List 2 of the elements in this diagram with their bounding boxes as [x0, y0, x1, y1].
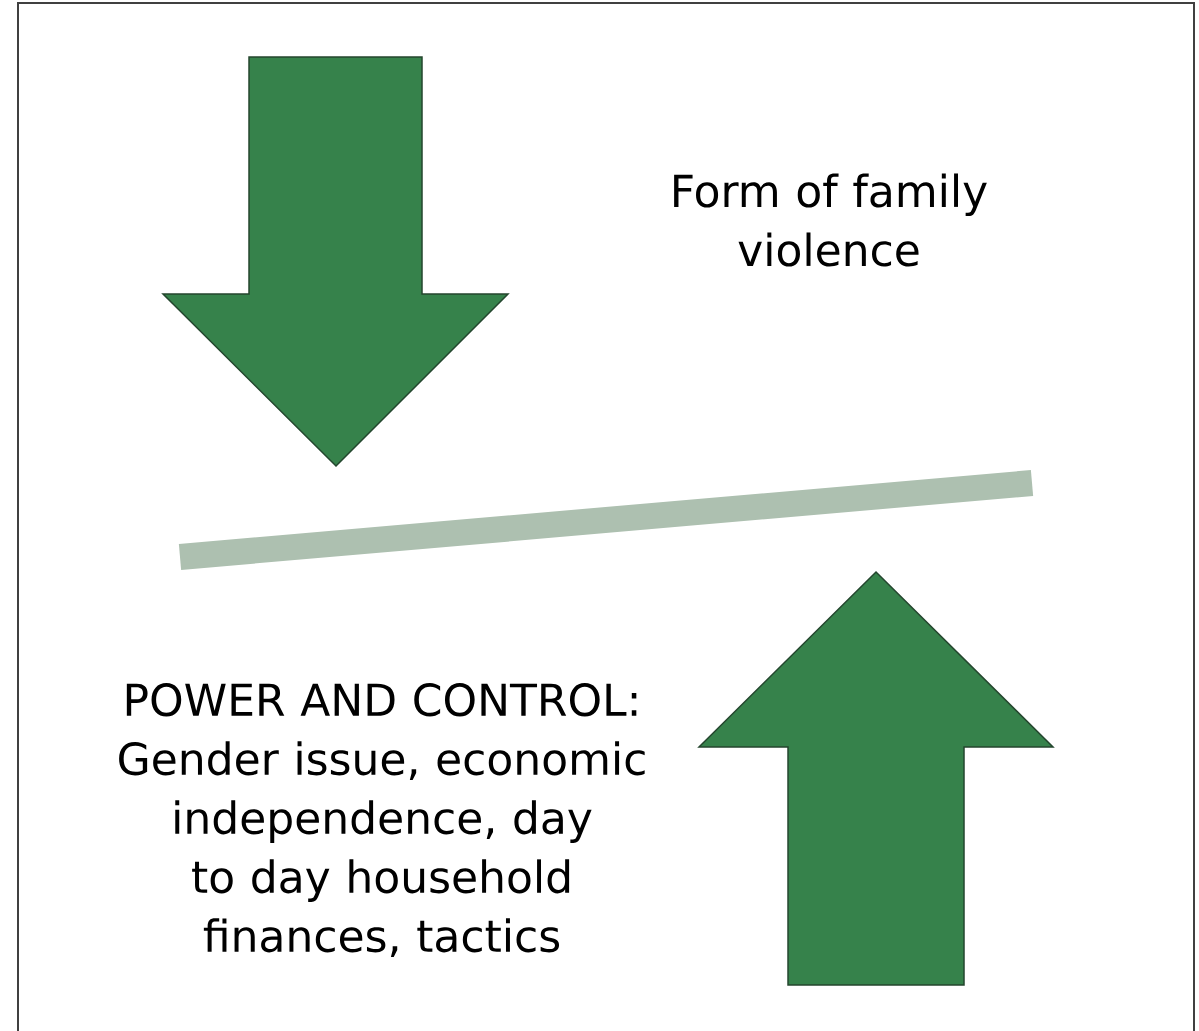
annotation-text: Form of family violence — [674, 173, 987, 267]
annotation-text: POWER AND CONTROL: Gender issue, economic independence, day to day household finances, tactics — [119, 683, 645, 957]
